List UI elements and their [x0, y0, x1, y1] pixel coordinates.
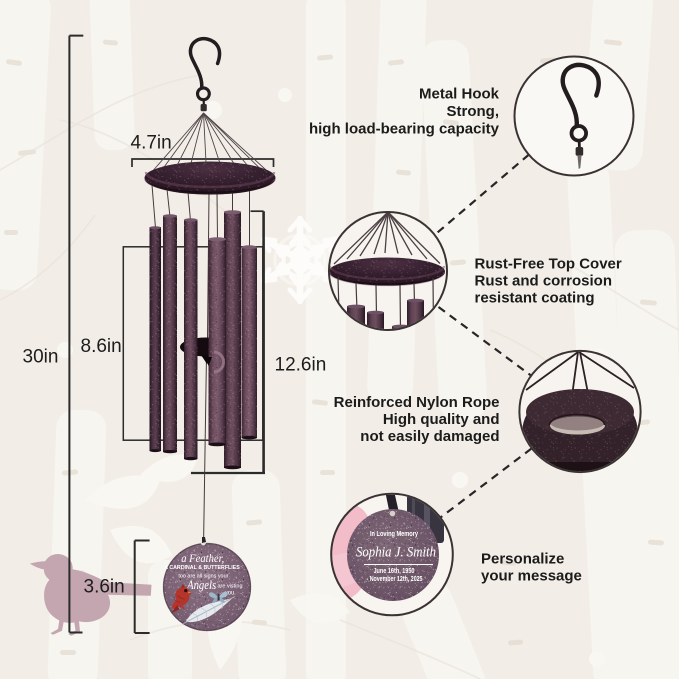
svg-text:too are all signs your: too are all signs your [178, 574, 228, 580]
svg-text:resistant coating: resistant coating [475, 290, 595, 307]
svg-text:Rust and corrosion: Rust and corrosion [475, 273, 613, 290]
svg-text:8.6in: 8.6in [81, 336, 122, 357]
svg-text:you.: you. [225, 590, 236, 596]
svg-text:not easily damaged: not easily damaged [360, 428, 499, 445]
svg-text:Metal Hook: Metal Hook [419, 86, 500, 103]
svg-text:12.6in: 12.6in [275, 355, 327, 376]
svg-text:a Feather,: a Feather, [181, 553, 224, 565]
svg-text:Personalize: Personalize [481, 551, 564, 568]
svg-text:4.7in: 4.7in [131, 133, 172, 154]
svg-text:Sophia J. Smith: Sophia J. Smith [356, 545, 436, 561]
svg-text:Strong,: Strong, [447, 103, 500, 120]
svg-text:Rust-Free Top Cover: Rust-Free Top Cover [475, 256, 622, 273]
svg-text:- November 12th, 2025: - November 12th, 2025 [367, 574, 423, 583]
svg-text:A CARDINAL & BUTTERFLIES: A CARDINAL & BUTTERFLIES [164, 565, 240, 571]
svg-text:Angels: Angels [186, 577, 216, 592]
svg-text:30in: 30in [23, 347, 59, 368]
svg-text:High quality and: High quality and [383, 411, 500, 428]
svg-text:3.6in: 3.6in [84, 577, 125, 598]
svg-text:In Loving Memory: In Loving Memory [370, 531, 418, 538]
svg-text:high load-bearing capacity: high load-bearing capacity [309, 121, 500, 138]
svg-text:Reinforced Nylon Rope: Reinforced Nylon Rope [334, 394, 500, 411]
svg-text:June 16th, 1950: June 16th, 1950 [374, 566, 415, 575]
svg-text:are visting: are visting [218, 583, 243, 589]
svg-text:your message: your message [481, 568, 582, 585]
